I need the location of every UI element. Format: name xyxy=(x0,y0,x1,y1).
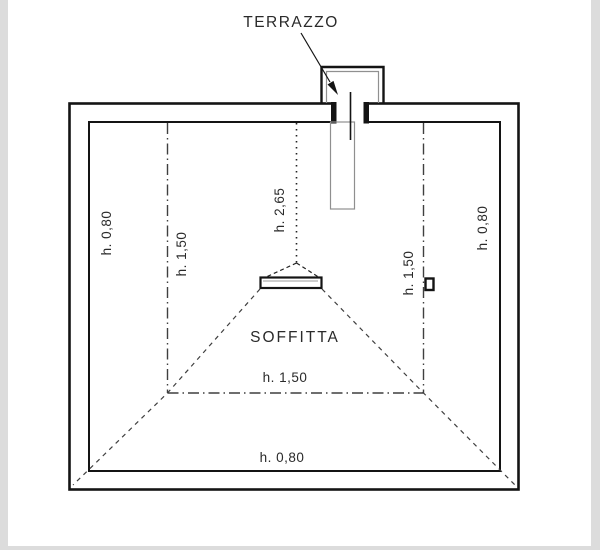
height-label-bottom-wall: h. 0,80 xyxy=(260,450,305,465)
door-jamb-right xyxy=(363,102,369,124)
height-label-left-wall: h. 0,80 xyxy=(99,211,114,256)
height-label-center: h. 2,65 xyxy=(272,188,287,233)
height-label-right-mid: h. 1,50 xyxy=(401,251,416,296)
leader-arrowhead-icon xyxy=(327,80,338,95)
ridge-fork-left xyxy=(263,262,297,279)
page-margin-left xyxy=(0,0,8,550)
room-label: SOFFITTA xyxy=(250,329,340,346)
hip-line-left xyxy=(72,288,261,486)
leader-line xyxy=(300,32,331,83)
ridge-fork-right xyxy=(296,262,321,279)
hip-line-right xyxy=(321,288,516,486)
height-label-bottom-mid: h. 1,50 xyxy=(263,370,308,385)
stair-opening xyxy=(329,121,356,210)
height-label-right-wall: h. 0,80 xyxy=(475,206,490,251)
flue-marker xyxy=(424,277,435,292)
outer-wall-line xyxy=(68,102,520,491)
page-margin-bottom xyxy=(0,546,600,550)
inner-wall-line xyxy=(88,121,501,472)
ridge-beam xyxy=(259,276,323,290)
page-margin-right xyxy=(591,0,600,550)
door-jamb-left xyxy=(331,102,337,124)
terrace-inner-line xyxy=(325,70,380,103)
height-label-left-mid: h. 1,50 xyxy=(174,232,189,277)
terrace-outline xyxy=(320,65,385,103)
terrace-label: TERRAZZO xyxy=(243,14,339,31)
